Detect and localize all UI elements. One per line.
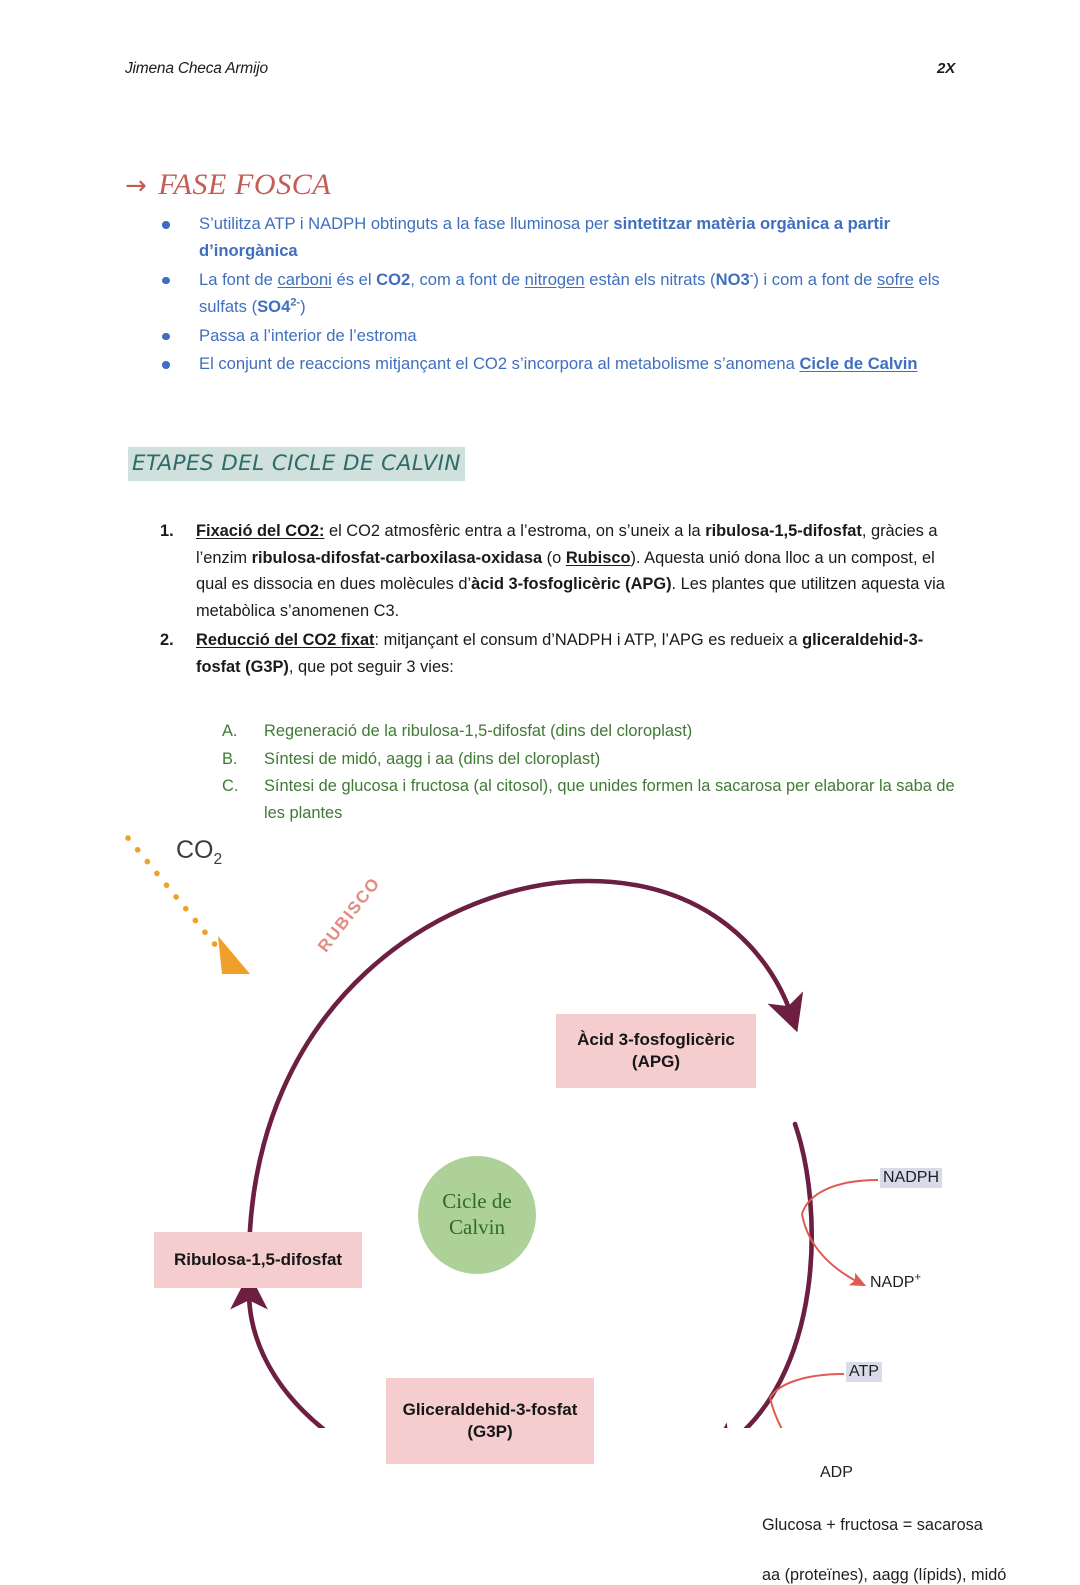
box-apg-line2: (APG) <box>631 1052 681 1071</box>
pathway-item: C. Síntesi de glucosa i fructosa (al cito… <box>222 773 962 826</box>
pathway-item: A. Regeneració de la ribulosa-1,5-difosfa… <box>222 718 962 745</box>
label-nadp-plus-text: NADP <box>870 1274 915 1291</box>
co2-label-text: CO <box>176 836 214 864</box>
arrow-apg-to-g3p <box>707 1121 815 1428</box>
co2-label: CO2 <box>176 836 223 868</box>
arrow-nadp-out <box>801 1213 867 1287</box>
label-nadph: NADPH <box>880 1168 943 1188</box>
author-name: Jimena Checa Armijo <box>125 60 268 77</box>
page-title-text: FASE FOSCA <box>158 168 332 201</box>
document-page: Jimena Checa Armijo 2X → FASE FOSCA S’ut… <box>118 60 1058 1584</box>
arrow-nadph-in <box>801 1179 879 1215</box>
section-heading: ETAPES DEL CICLE DE CALVIN <box>128 447 465 481</box>
intro-bullet-item: S’utilitza ATP i NADPH obtinguts a la fa… <box>158 211 953 265</box>
page-marker: 2X <box>937 60 955 77</box>
pathway-text: Síntesi de midó, aagg i aa (dins del clo… <box>264 749 601 768</box>
box-apg-line1: Àcid 3-fosfoglicèric <box>577 1030 735 1050</box>
document-header: Jimena Checa Armijo 2X <box>125 60 955 78</box>
step-item: 2. Reducció del CO2 fixat: mitjançant el … <box>160 627 960 680</box>
cycle-center-line2: Calvin <box>449 1215 505 1239</box>
box-g3p: Gliceraldehid-3-fosfat (G3P) <box>386 1378 594 1464</box>
step-number: 1. <box>160 522 174 540</box>
box-ribulosa: Ribulosa-1,5-difosfat <box>154 1232 362 1288</box>
label-sucrose-product: Glucosa + fructosa = sacarosa <box>762 1516 983 1534</box>
pathway-letter: C. <box>222 777 239 796</box>
label-nadp-plus: NADP+ <box>870 1271 921 1292</box>
intro-bullet-item: Passa a l’interior de l’estroma <box>158 323 953 350</box>
cycle-center-circle: Cicle de Calvin <box>418 1156 536 1274</box>
arrow-ribulosa-to-apg <box>246 878 804 1265</box>
step-number: 2. <box>160 631 174 650</box>
label-nadp-plus-sup: + <box>914 1271 921 1284</box>
arrow-atp-in <box>769 1373 845 1399</box>
right-arrow-icon: → <box>125 171 148 201</box>
intro-bullet-item: La font de carboni és el CO2, com a font… <box>158 267 953 321</box>
pathway-item: B. Síntesi de midó, aagg i aa (dins del c… <box>222 746 962 773</box>
co2-inflow-arrow <box>125 835 250 974</box>
pathways-sublist: A. Regeneració de la ribulosa-1,5-difosfa… <box>222 718 962 827</box>
intro-bullet-list: S’utilitza ATP i NADPH obtinguts a la fa… <box>158 211 953 380</box>
step-text: Fixació del CO2: el CO2 atmosfèric entra… <box>196 522 945 620</box>
pathway-text: Regeneració de la ribulosa-1,5-difosfat … <box>264 722 693 740</box>
calvin-cycle-diagram: CO2 RUBISCO Cicle de Calvin Àcid 3-fosfo… <box>118 818 1058 1584</box>
pathway-text: Síntesi de glucosa i fructosa (al citoso… <box>264 777 955 822</box>
box-g3p-line2: (G3P) <box>467 1422 513 1441</box>
steps-list: 1. Fixació del CO2: el CO2 atmosfèric ent… <box>160 518 960 683</box>
pathway-letter: A. <box>222 722 238 740</box>
arrow-adp-out <box>769 1397 783 1428</box>
box-apg: Àcid 3-fosfoglicèric (APG) <box>556 1014 756 1088</box>
box-ribulosa-label: Ribulosa-1,5-difosfat <box>173 1250 343 1270</box>
co2-subscript: 2 <box>213 851 223 868</box>
box-g3p-line1: Gliceraldehid-3-fosfat <box>402 1400 578 1420</box>
step-text: Reducció del CO2 fixat: mitjançant el co… <box>196 631 924 676</box>
intro-bullet-item: El conjunt de reaccions mitjançant el CO… <box>158 351 953 378</box>
label-atp: ATP <box>846 1362 882 1382</box>
arrow-g3p-to-ribulosa <box>230 1272 326 1428</box>
page-title: → FASE FOSCA <box>125 168 331 202</box>
diagram-vectors <box>125 835 879 1428</box>
cycle-center-line1: Cicle de <box>442 1189 512 1214</box>
step-item: 1. Fixació del CO2: el CO2 atmosfèric ent… <box>160 518 960 624</box>
label-other-products: aa (proteïnes), aagg (lípids), midó <box>762 1566 1007 1584</box>
label-adp: ADP <box>820 1464 853 1481</box>
pathway-letter: B. <box>222 749 238 768</box>
